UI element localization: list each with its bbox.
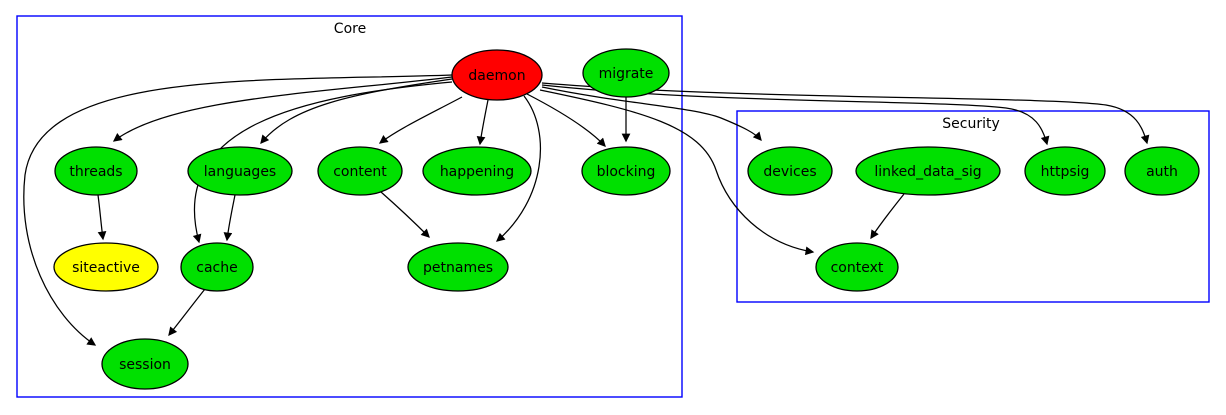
node-auth-shape — [1124, 146, 1200, 196]
node-devices-label: devices — [763, 164, 816, 180]
node-migrate-label: migrate — [599, 66, 654, 82]
node-siteactive: siteactive — [53, 242, 159, 292]
node-devices: devices — [747, 146, 833, 196]
cluster-core-border — [16, 15, 683, 398]
edge-daemon-cache — [192, 81, 453, 244]
node-httpsig: httpsig — [1024, 146, 1106, 196]
node-threads-label: threads — [69, 164, 122, 180]
node-blocking-label: blocking — [597, 164, 656, 180]
node-context-shape — [815, 242, 899, 292]
node-happening-shape — [422, 146, 532, 196]
node-happening: happening — [422, 146, 532, 196]
edge-daemon-context — [539, 89, 815, 256]
cluster-core-label: Core — [334, 21, 366, 37]
cluster-security-label: Security — [942, 116, 1000, 132]
node-content: content — [317, 146, 403, 196]
node-cache-shape — [180, 242, 254, 292]
node-blocking: blocking — [581, 146, 671, 196]
node-session-label: session — [119, 357, 171, 373]
node-migrate: migrate — [582, 48, 670, 98]
edge-daemon-content — [378, 96, 463, 144]
node-content-shape — [317, 146, 403, 196]
edge-daemon-petnames — [496, 95, 541, 242]
node-blocking-shape — [581, 146, 671, 196]
node-siteactive-label: siteactive — [72, 260, 140, 276]
edge-daemon-httpsig — [541, 84, 1050, 146]
cluster-security-border — [736, 110, 1210, 303]
edge-daemon-auth — [541, 82, 1150, 145]
edge-daemon-session — [23, 74, 453, 346]
edge-daemon-threads — [112, 76, 453, 142]
node-threads: threads — [54, 146, 138, 196]
node-httpsig-shape — [1024, 146, 1106, 196]
node-petnames-label: petnames — [423, 260, 493, 276]
node-session: session — [101, 338, 189, 390]
node-devices-shape — [747, 146, 833, 196]
edge-languages-cache — [223, 194, 236, 242]
node-linked-data-sig-shape — [855, 146, 1001, 196]
node-threads-shape — [54, 146, 138, 196]
node-languages-label: languages — [204, 164, 276, 180]
node-linked-data-sig: linked_data_sig — [855, 146, 1001, 196]
edge-daemon-languages — [260, 78, 453, 145]
node-siteactive-shape — [53, 242, 159, 292]
node-linked-data-sig-label: linked_data_sig — [874, 164, 981, 180]
node-happening-label: happening — [440, 164, 514, 180]
node-petnames-shape — [407, 242, 509, 292]
node-httpsig-label: httpsig — [1041, 164, 1090, 180]
edge-cache-session — [168, 288, 206, 337]
node-migrate-shape — [582, 48, 670, 98]
node-daemon: daemon — [451, 49, 543, 101]
node-petnames: petnames — [407, 242, 509, 292]
node-context: context — [815, 242, 899, 292]
edge-linked-data-sig-context — [870, 193, 905, 240]
edge-daemon-blocking — [526, 93, 606, 147]
node-daemon-label: daemon — [468, 68, 525, 84]
node-languages-shape — [187, 146, 293, 196]
node-cache: cache — [180, 242, 254, 292]
node-auth-label: auth — [1146, 164, 1178, 180]
edge-content-petnames — [380, 191, 430, 238]
edge-threads-siteactive — [97, 194, 107, 241]
node-cache-label: cache — [196, 260, 237, 276]
node-context-label: context — [831, 260, 884, 276]
node-daemon-shape — [451, 49, 543, 101]
node-content-label: content — [333, 164, 387, 180]
node-languages: languages — [187, 146, 293, 196]
edge-daemon-happening — [476, 99, 489, 146]
node-auth: auth — [1124, 146, 1200, 196]
edge-daemon-devices — [541, 86, 762, 141]
node-session-shape — [101, 338, 189, 390]
